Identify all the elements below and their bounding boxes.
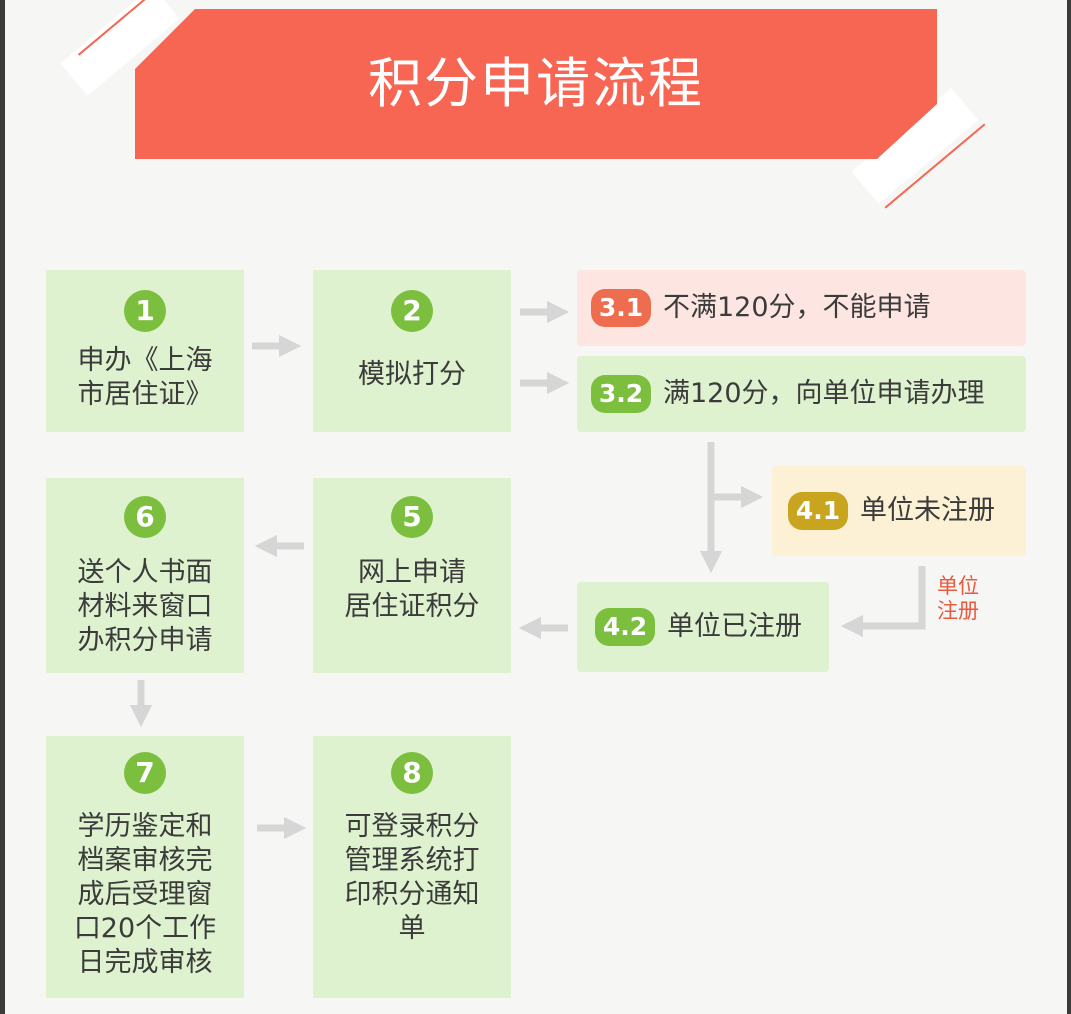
step-3-2-box: 3.2 满120分，向单位申请办理 <box>577 356 1026 432</box>
step-3-1-text: 不满120分，不能申请 <box>663 292 931 323</box>
registration-note: 单位 注册 <box>937 574 979 623</box>
step-2-text: 模拟打分 <box>358 359 466 390</box>
step-8-badge: 8 <box>391 752 433 794</box>
step-3-1-box: 3.1 不满120分，不能申请 <box>577 270 1026 346</box>
step-7-text: 学历鉴定和 档案审核完 成后受理窗 口20个工作 日完成审核 <box>73 811 217 978</box>
step-5-badge: 5 <box>391 496 433 538</box>
step-4-1-badge: 4.1 <box>788 492 848 530</box>
step-8-text: 可登录积分 管理系统打 印积分通知 单 <box>344 811 480 944</box>
step-4-2-box: 4.2 单位已注册 <box>577 582 829 672</box>
step-8-box: 8 可登录积分 管理系统打 印积分通知 单 <box>313 736 511 998</box>
step-2-badge: 2 <box>391 290 433 332</box>
step-4-1-text: 单位未注册 <box>860 495 995 526</box>
step-4-2-text: 单位已注册 <box>667 611 802 642</box>
step-2-box: 2 模拟打分 <box>313 270 511 432</box>
step-3-2-badge: 3.2 <box>591 375 651 413</box>
step-5-text: 网上申请 居住证积分 <box>344 557 480 622</box>
step-1-badge: 1 <box>124 290 166 332</box>
arrow-4-1-to-4-2 <box>840 566 926 638</box>
right-edge <box>1067 0 1071 1014</box>
step-6-badge: 6 <box>124 496 166 538</box>
step-3-2-text: 满120分，向单位申请办理 <box>663 378 985 409</box>
step-4-2-badge: 4.2 <box>595 608 655 646</box>
title-banner <box>135 9 937 159</box>
step-3-1-badge: 3.1 <box>591 289 651 327</box>
step-6-box: 6 送个人书面 材料来窗口 办积分申请 <box>46 478 244 673</box>
step-7-box: 7 学历鉴定和 档案审核完 成后受理窗 口20个工作 日完成审核 <box>46 736 244 998</box>
left-edge <box>0 0 5 1014</box>
step-1-box: 1 申办《上海 市居住证》 <box>46 270 244 432</box>
step-7-badge: 7 <box>124 752 166 794</box>
step-5-box: 5 网上申请 居住证积分 <box>313 478 511 673</box>
step-1-text: 申办《上海 市居住证》 <box>77 345 213 410</box>
page-title: 积分申请流程 <box>368 52 704 115</box>
step-4-1-box: 4.1 单位未注册 <box>772 466 1026 556</box>
step-6-text: 送个人书面 材料来窗口 办积分申请 <box>77 557 213 656</box>
